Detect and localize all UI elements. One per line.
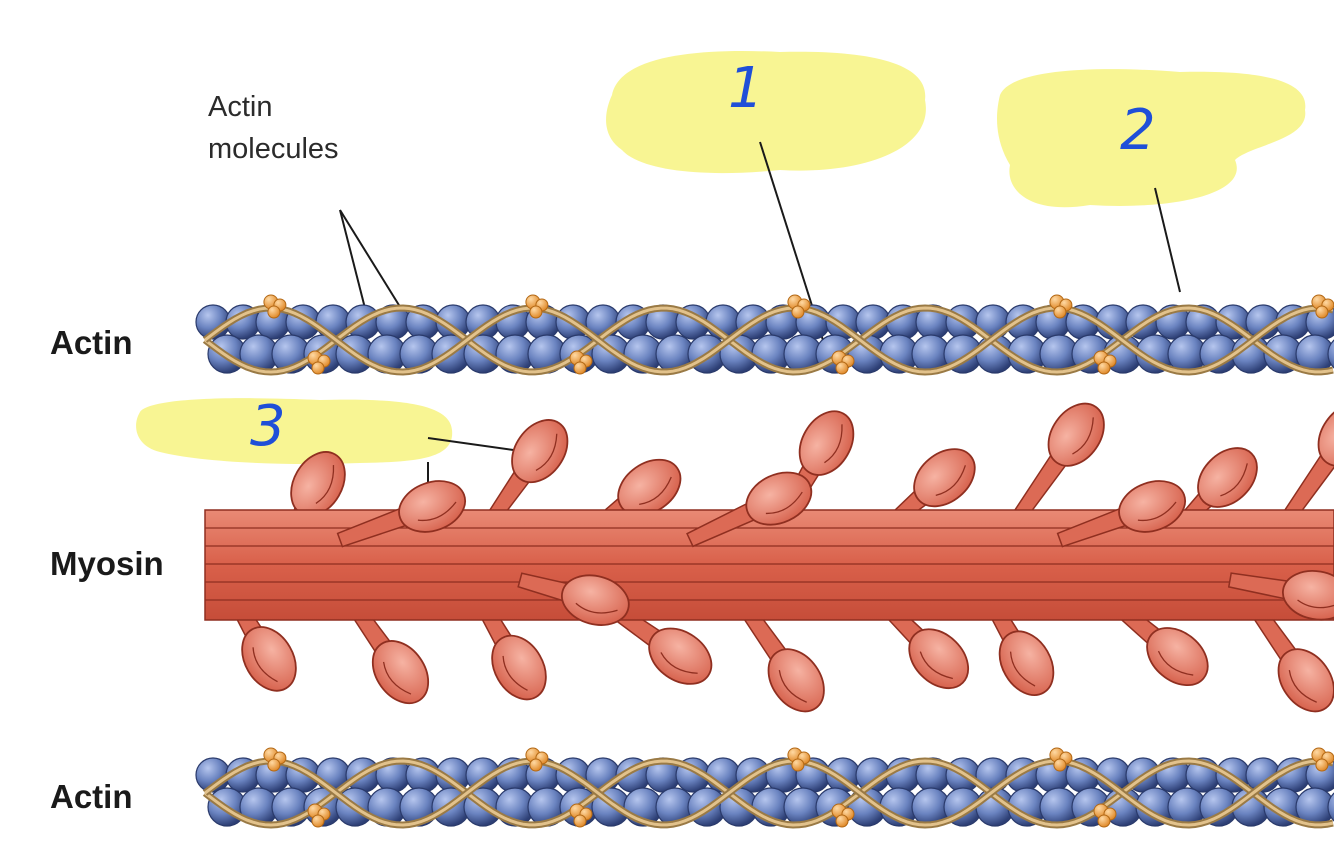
myosin-head [1283, 402, 1334, 521]
leader-actin-molecules-a [339, 209, 369, 321]
actin-molecules-label-line2: molecules [208, 133, 339, 165]
troponin [267, 305, 281, 319]
troponin [529, 305, 543, 319]
myosin-label: Myosin [50, 545, 164, 582]
troponin [1315, 758, 1329, 772]
actin-bottom-label: Actin [50, 778, 133, 815]
myosin-head [1013, 402, 1105, 521]
tropomyosin-strand-highlight [204, 759, 1334, 827]
actin-top-label: Actin [50, 324, 133, 361]
highlight-blob-2 [997, 69, 1306, 208]
troponin [835, 361, 849, 375]
handwritten-number-3: 3 [250, 394, 286, 459]
tropomyosin-strand-highlight [204, 306, 1334, 374]
actin-molecules-label-line1: Actin [208, 91, 273, 123]
troponin [835, 814, 849, 828]
myosin-head [894, 448, 976, 522]
myosin-head [1243, 594, 1334, 713]
myosin-filament [204, 402, 1334, 713]
actin-filament-top [195, 294, 1334, 376]
myosin-head [1056, 480, 1186, 548]
highlight-blob-3 [136, 398, 453, 464]
troponin [267, 758, 281, 772]
troponin [1097, 814, 1111, 828]
troponin [573, 361, 587, 375]
actin-bead [1327, 792, 1334, 822]
myosin-head [1184, 447, 1258, 521]
myosin-head [517, 572, 630, 626]
troponin [1053, 758, 1067, 772]
troponin [529, 758, 543, 772]
handwritten-number-1: 1 [728, 56, 764, 121]
troponin [1097, 361, 1111, 375]
troponin [1053, 305, 1067, 319]
troponin [791, 305, 805, 319]
troponin [1315, 305, 1329, 319]
tropomyosin-strand-highlight [204, 306, 1334, 374]
troponin [573, 814, 587, 828]
troponin [791, 758, 805, 772]
leader-3-a [427, 437, 529, 453]
troponin [311, 814, 325, 828]
myosin-head [686, 471, 813, 548]
actin-molecules-label: Actin molecules [208, 86, 339, 170]
troponin [311, 361, 325, 375]
tropomyosin-strand-highlight [204, 759, 1334, 827]
myosin-head [488, 419, 569, 521]
leader-2 [1154, 187, 1181, 293]
myosin-head [336, 480, 466, 548]
highlight-blob-1 [606, 51, 926, 174]
actin-bead [1327, 339, 1334, 369]
handwritten-number-2: 2 [1120, 98, 1156, 163]
actin-filament-bottom [195, 747, 1334, 829]
